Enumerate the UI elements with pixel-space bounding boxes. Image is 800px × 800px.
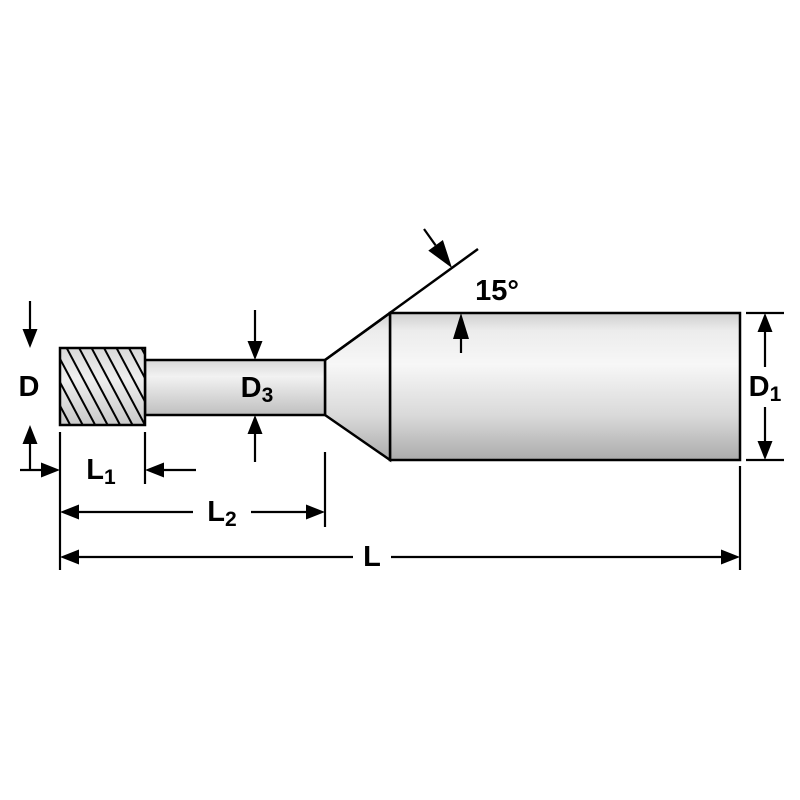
label-d3: D3 (241, 372, 274, 407)
label-taper-angle: 15° (475, 275, 519, 307)
label-d-main: D (19, 371, 40, 403)
dim-l2-right-arrow-icon (306, 504, 325, 520)
label-d1: D1 (749, 371, 782, 406)
label-d1-sub: 1 (770, 383, 782, 406)
angle-arrow-on-taper-icon (428, 240, 452, 268)
label-taper-angle-main: 15° (475, 275, 519, 307)
dim-d3-top-arrow-icon (247, 341, 263, 360)
dim-l1-left-arrow-icon (41, 462, 60, 478)
dimension-l: L (60, 466, 742, 573)
shank (388, 311, 742, 462)
dim-d3-bottom-arrow-icon (247, 415, 263, 434)
taper-angle-annotation: 15° (324, 228, 519, 362)
dim-d-top-arrow-icon (22, 329, 38, 348)
dim-d1-bottom-arrow-icon (757, 441, 773, 460)
cutting-head-hatch (58, 346, 147, 427)
dim-l2-left-arrow-icon (60, 504, 79, 520)
label-l2-main: L (207, 496, 225, 528)
label-d1-main: D (749, 371, 770, 403)
dim-l1-right-arrow-icon (145, 462, 164, 478)
label-l1-sub: 1 (104, 466, 116, 489)
angle-arrow-tail (423, 228, 437, 246)
angle-arrow-on-shank-icon (453, 313, 469, 339)
label-l: L (363, 541, 381, 573)
dimension-l1: L1 (20, 432, 196, 570)
dimension-d1: D1 (746, 311, 784, 462)
dimension-d: D (19, 301, 40, 471)
dimension-d3: D3 (241, 310, 274, 462)
label-l-main: L (363, 541, 381, 573)
label-d3-sub: 3 (262, 384, 274, 407)
label-l1: L1 (86, 454, 116, 489)
label-d: D (19, 371, 40, 403)
dim-l-left-arrow-icon (60, 549, 79, 565)
neck (143, 358, 327, 417)
label-l2: L2 (207, 496, 236, 531)
dim-d-bottom-arrow-icon (22, 425, 38, 444)
label-d3-main: D (241, 372, 262, 404)
tool-body (58, 310, 742, 463)
taper-extension-line (324, 247, 479, 362)
dim-l-right-arrow-icon (721, 549, 740, 565)
label-l1-main: L (86, 454, 104, 486)
label-l2-sub: 2 (225, 508, 237, 531)
dim-d1-top-arrow-icon (757, 313, 773, 332)
dimension-l2: L2 (60, 452, 327, 531)
